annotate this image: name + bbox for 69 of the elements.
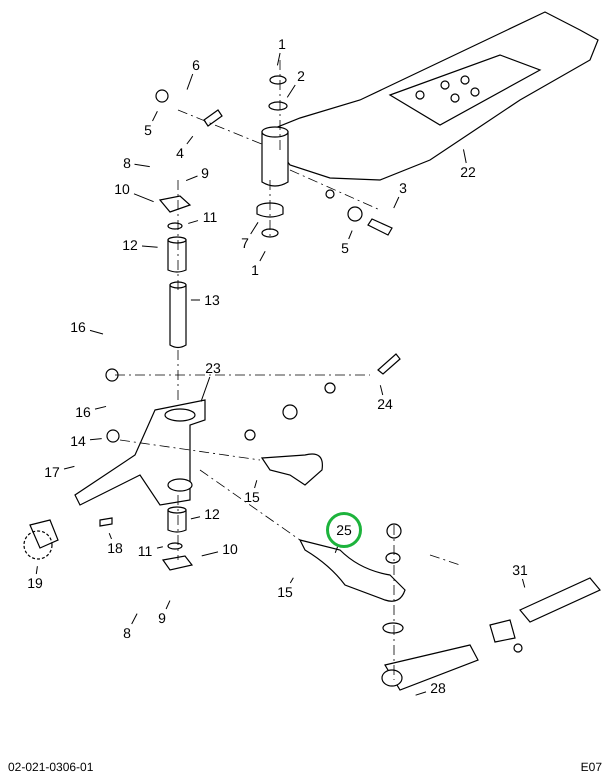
- highlighted-callout-number: 25: [326, 512, 362, 548]
- leader-line: [186, 74, 194, 90]
- callout-number: 16: [66, 318, 90, 336]
- callout-number: 5: [140, 121, 156, 139]
- callout-number: 3: [396, 179, 410, 197]
- callout-number: 28: [426, 679, 450, 697]
- callout-number: 11: [198, 208, 222, 226]
- callout-number: 1: [274, 35, 290, 53]
- leader-line: [415, 691, 426, 696]
- leader-line: [64, 466, 75, 470]
- leader-line: [462, 148, 467, 164]
- leader-line: [134, 193, 154, 202]
- leader-line: [186, 136, 194, 144]
- leader-line: [522, 578, 526, 588]
- leader-line: [152, 110, 158, 122]
- leader-line: [142, 246, 158, 248]
- callout-number: 24: [373, 395, 397, 413]
- leader-line: [90, 438, 102, 440]
- leader-line: [254, 480, 258, 488]
- callout-number: 16: [71, 403, 95, 421]
- leader-line: [94, 406, 107, 410]
- part-number: 02-021-0306-01: [8, 759, 94, 776]
- callout-number: 15: [273, 583, 297, 601]
- leader-line: [286, 84, 296, 98]
- leader-line: [250, 222, 259, 234]
- callout-number: 15: [240, 488, 264, 506]
- leader-line: [190, 516, 200, 520]
- leader-line: [186, 176, 198, 182]
- callout-number: 13: [200, 291, 224, 309]
- callout-number: 31: [508, 561, 532, 579]
- callout-number: 5: [338, 239, 352, 257]
- callout-number: 17: [40, 463, 64, 481]
- callout-number: 10: [218, 540, 242, 558]
- leader-line: [393, 196, 400, 209]
- callout-number: 8: [120, 154, 134, 172]
- leader-line: [276, 52, 281, 66]
- leader-line: [290, 577, 294, 584]
- leader-line: [36, 566, 38, 574]
- callout-number: 22: [456, 163, 480, 181]
- leader-line: [201, 551, 218, 556]
- callout-number: 9: [198, 164, 212, 182]
- leader-line: [131, 613, 138, 624]
- leader-line: [188, 220, 198, 224]
- leader-line: [90, 330, 104, 335]
- callout-number: 19: [23, 574, 47, 592]
- leader-line: [134, 164, 150, 168]
- leader-line: [259, 250, 266, 262]
- callout-number: 9: [154, 609, 170, 627]
- callout-number: 1: [248, 261, 262, 279]
- leader-line: [166, 600, 170, 610]
- callout-number: 7: [238, 234, 252, 252]
- page-code: E07: [580, 759, 602, 776]
- callout-number: 18: [103, 539, 127, 557]
- leader-line: [334, 546, 338, 554]
- callout-number: 12: [118, 236, 142, 254]
- leader-line: [156, 546, 164, 549]
- callout-number: 23: [201, 359, 225, 377]
- leader-line: [380, 384, 384, 396]
- callout-number: 6: [188, 56, 204, 74]
- callout-number: 11: [133, 542, 157, 560]
- callout-number: 8: [120, 624, 134, 642]
- callout-number: 14: [66, 432, 90, 450]
- callout-number: 12: [200, 505, 224, 523]
- callout-number: 10: [110, 180, 134, 198]
- leader-line: [200, 376, 210, 402]
- callout-number: 2: [294, 67, 308, 85]
- callout-number: 4: [172, 144, 188, 162]
- leader-line: [108, 532, 112, 540]
- leader-line: [348, 230, 353, 240]
